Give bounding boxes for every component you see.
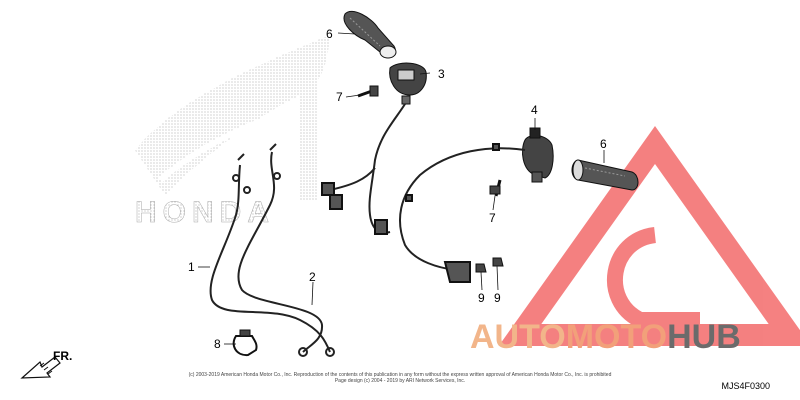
left-grip-5 — [343, 10, 397, 59]
leader-lines — [198, 32, 605, 345]
callout-5: 6 — [326, 27, 333, 41]
callout-7a: 7 — [336, 90, 343, 104]
bolt-7-right — [489, 179, 502, 197]
cable-holder-8 — [232, 329, 258, 357]
callout-2: 2 — [309, 270, 316, 284]
callout-9b: 9 — [494, 291, 501, 305]
bolt-7-left — [357, 85, 379, 98]
callout-7b: 7 — [489, 211, 496, 225]
front-direction-arrow: FR. — [20, 349, 72, 379]
left-switch-housing-3 — [389, 62, 427, 105]
callout-6: 6 — [600, 137, 607, 151]
right-grip-6 — [571, 159, 639, 191]
throttle-cable-1 — [209, 153, 331, 353]
honda-wordmark: HONDA — [135, 196, 275, 229]
automotohub-wordmark: AUTOMOTOHUB — [470, 318, 741, 356]
right-switch-harness — [399, 143, 526, 283]
callout-9a: 9 — [478, 291, 485, 305]
throttle-cable-2 — [237, 143, 335, 357]
copyright-line-2: Page design (c) 2004 - 2019 by ARI Netwo… — [335, 378, 465, 384]
wordmark-auto: AUTO — [470, 318, 566, 356]
callout-1: 1 — [188, 260, 195, 274]
callout-8: 8 — [214, 337, 221, 351]
right-switch-housing-4 — [522, 127, 554, 183]
direction-label: FR. — [53, 349, 72, 363]
copyright-line-1: (c) 2003-2019 American Honda Motor Co., … — [189, 372, 612, 378]
clip-9-b — [492, 257, 504, 267]
honda-wing-watermark: HONDA — [135, 35, 330, 229]
svg-text:AUTOMOTOHUB: AUTOMOTOHUB — [470, 318, 741, 356]
wordmark-hub: HUB — [667, 318, 741, 356]
left-switch-harness — [321, 103, 406, 235]
callout-3: 3 — [438, 67, 445, 81]
callout-4: 4 — [531, 103, 538, 117]
clip-9-a — [475, 263, 487, 273]
diagram-code: MJS4F0300 — [721, 381, 770, 391]
wordmark-moto: MOTO — [566, 318, 667, 356]
automotohub-logo — [498, 126, 800, 346]
